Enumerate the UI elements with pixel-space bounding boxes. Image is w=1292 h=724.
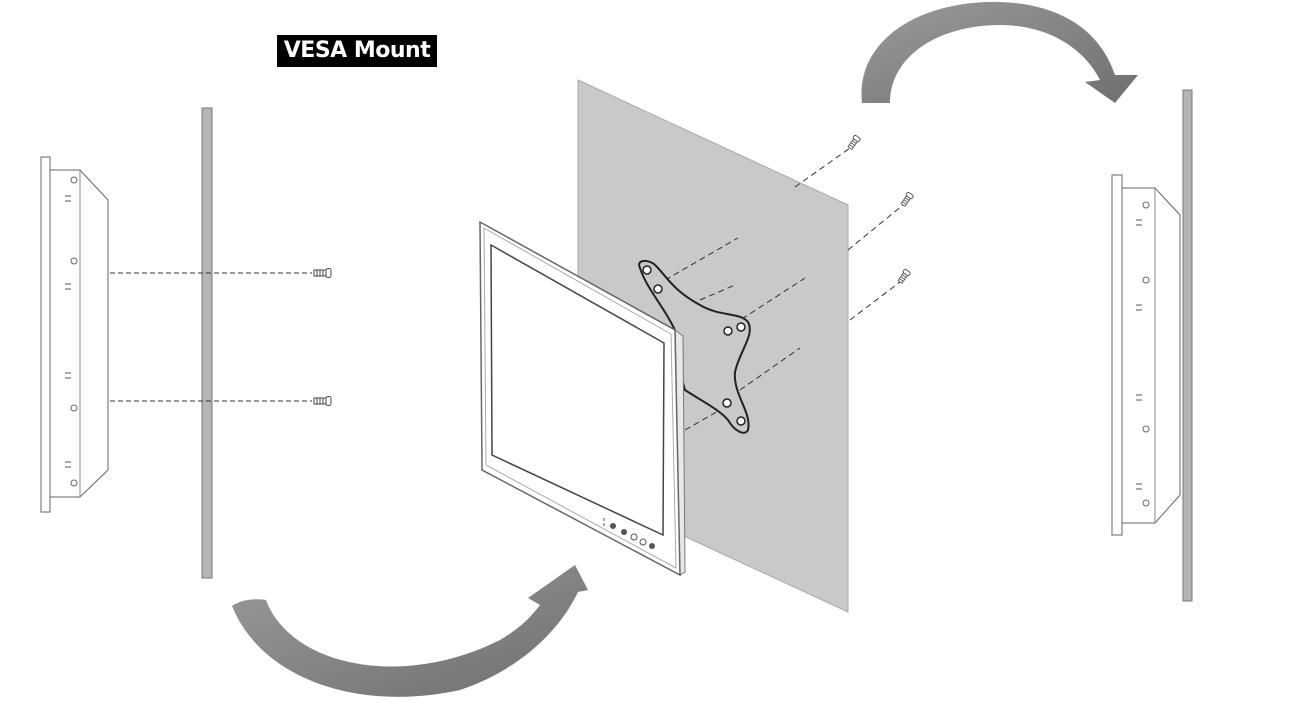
right-mounting-plate (1182, 89, 1193, 602)
diagram-title: VESA Mount (277, 35, 437, 67)
screw-icon (313, 268, 332, 278)
monitor-front (479, 220, 686, 577)
left-mounting-plate (201, 107, 213, 579)
right-screws (846, 134, 915, 285)
curved-arrow-icon (232, 565, 588, 697)
screw-icon (313, 396, 332, 406)
right-monitor-side-view (1111, 174, 1181, 536)
curved-arrow-icon (861, 1, 1138, 103)
left-dashed-lines (110, 272, 312, 402)
left-monitor-side-view (40, 156, 109, 513)
